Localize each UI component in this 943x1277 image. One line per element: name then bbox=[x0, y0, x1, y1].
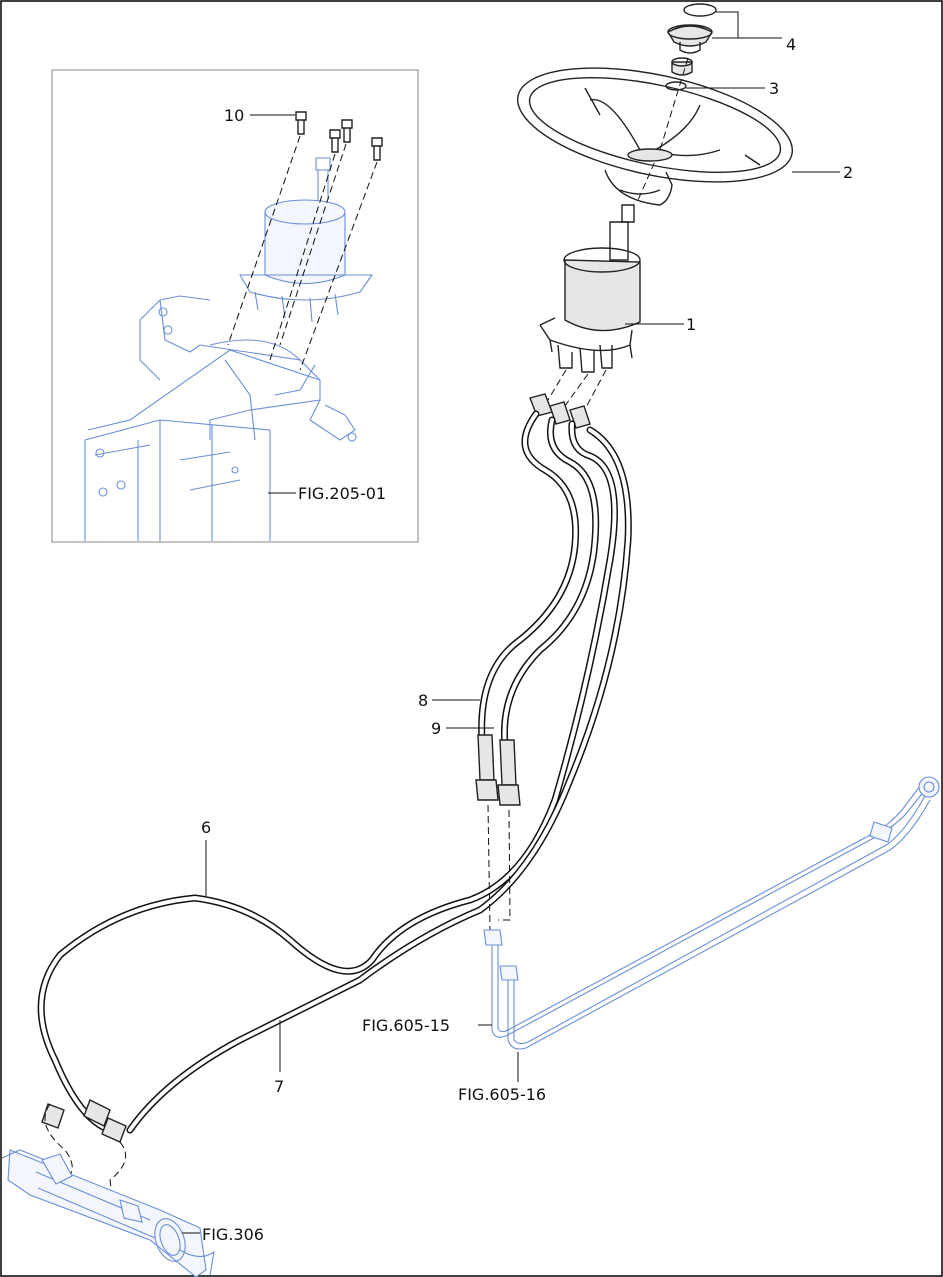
callout-2: 2 bbox=[843, 163, 853, 182]
hydraulic-hoses: 6 7 8 9 bbox=[37, 393, 632, 1196]
inset-border bbox=[51, 69, 419, 543]
callout-6: 6 bbox=[201, 818, 211, 837]
column-support-bracket bbox=[84, 295, 357, 541]
hose-fittings-bottom bbox=[41, 1099, 127, 1196]
inset-steering-unit bbox=[209, 157, 374, 361]
wheel-axis-line bbox=[637, 57, 689, 201]
inset-bolts bbox=[227, 111, 383, 371]
steering-pipes-reference: FIG.605-15 FIG.605-16 bbox=[362, 776, 940, 1104]
inset-column-mounting: 10 FIG.205-01 bbox=[51, 69, 419, 543]
steering-wheel-assembly: 1 2 3 4 bbox=[516, 3, 853, 416]
ref-fig-605-15: FIG.605-15 bbox=[362, 1016, 450, 1035]
callout-7: 7 bbox=[274, 1077, 284, 1096]
callout-8: 8 bbox=[418, 691, 428, 710]
part-3-nut-washer bbox=[665, 57, 693, 91]
steering-cylinder-reference: FIG.306 bbox=[1, 1149, 264, 1277]
callout-3: 3 bbox=[769, 79, 779, 98]
part-2-steering-wheel bbox=[516, 67, 794, 206]
part-1-steering-unit bbox=[539, 204, 641, 416]
part-4-horn-cap bbox=[667, 3, 717, 54]
leader-4 bbox=[712, 11, 782, 39]
callout-1: 1 bbox=[686, 315, 696, 334]
ref-fig-205-01: FIG.205-01 bbox=[298, 484, 386, 503]
hose-8 bbox=[478, 410, 580, 744]
hose-fittings-middle bbox=[475, 734, 521, 931]
ref-fig-605-16: FIG.605-16 bbox=[458, 1085, 546, 1104]
callout-10: 10 bbox=[224, 106, 244, 125]
callout-9: 9 bbox=[431, 719, 441, 738]
hose-fittings-top bbox=[529, 393, 591, 429]
callout-4: 4 bbox=[786, 35, 796, 54]
ref-fig-306: FIG.306 bbox=[202, 1225, 264, 1244]
